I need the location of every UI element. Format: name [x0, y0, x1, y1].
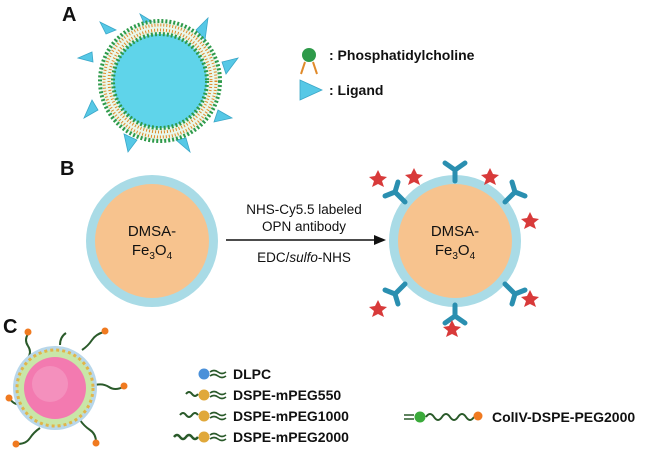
- panel-b-label: B: [60, 158, 75, 180]
- dspe-mpeg1000-label: DSPE-mPEG1000: [233, 408, 349, 424]
- cy55-labels: [369, 168, 539, 337]
- core-right-line1: DMSA-: [430, 223, 480, 240]
- reagent-bottom-italic: sulfo: [289, 250, 318, 265]
- dspe-mpeg2000-label: DSPE-mPEG2000: [233, 429, 349, 445]
- dspe-mpeg550-label: DSPE-mPEG550: [233, 387, 342, 403]
- reagent-bottom-suffix: -NHS: [317, 250, 351, 265]
- phosphatidylcholine-icon: [300, 48, 318, 75]
- antibodies: [382, 160, 528, 326]
- reagent-top-line1: NHS-Cy5.5 labeled: [246, 202, 362, 217]
- dlpc-label: DLPC: [233, 366, 272, 382]
- dspe-mpeg2000-icon: [173, 431, 227, 443]
- reagent-bottom: EDC/sulfo-NHS: [219, 250, 389, 265]
- dspe-mpeg550-icon: [185, 389, 227, 401]
- nanoparticle-right: [389, 175, 521, 307]
- ligand-label: : Ligand: [329, 82, 384, 98]
- ligand-icon: [299, 79, 323, 101]
- reagent-bottom-prefix: EDC/: [257, 250, 290, 265]
- phosphatidylcholine-label: : Phosphatidylcholine: [329, 47, 475, 63]
- dspe-mpeg1000-icon: [179, 410, 227, 422]
- core-right-label: DMSA- Fe3O4: [415, 222, 495, 266]
- peg-nanoparticle: [5, 327, 128, 448]
- core-left-line1: DMSA-: [127, 223, 177, 240]
- core-left-line2: Fe3O4: [131, 242, 173, 262]
- reagent-top-line2: OPN antibody: [261, 219, 347, 234]
- panel-a-label: A: [62, 4, 77, 26]
- coliv-label: ColIV-DSPE-PEG2000: [492, 409, 636, 425]
- dlpc-icon: [198, 368, 227, 380]
- nanoparticle-left: [86, 175, 218, 307]
- coliv-dspe-peg2000-icon: [404, 411, 483, 423]
- panel-c-label: C: [3, 316, 18, 338]
- core-left-label: DMSA- Fe3O4: [112, 222, 192, 266]
- core-right-line2: Fe3O4: [434, 242, 476, 262]
